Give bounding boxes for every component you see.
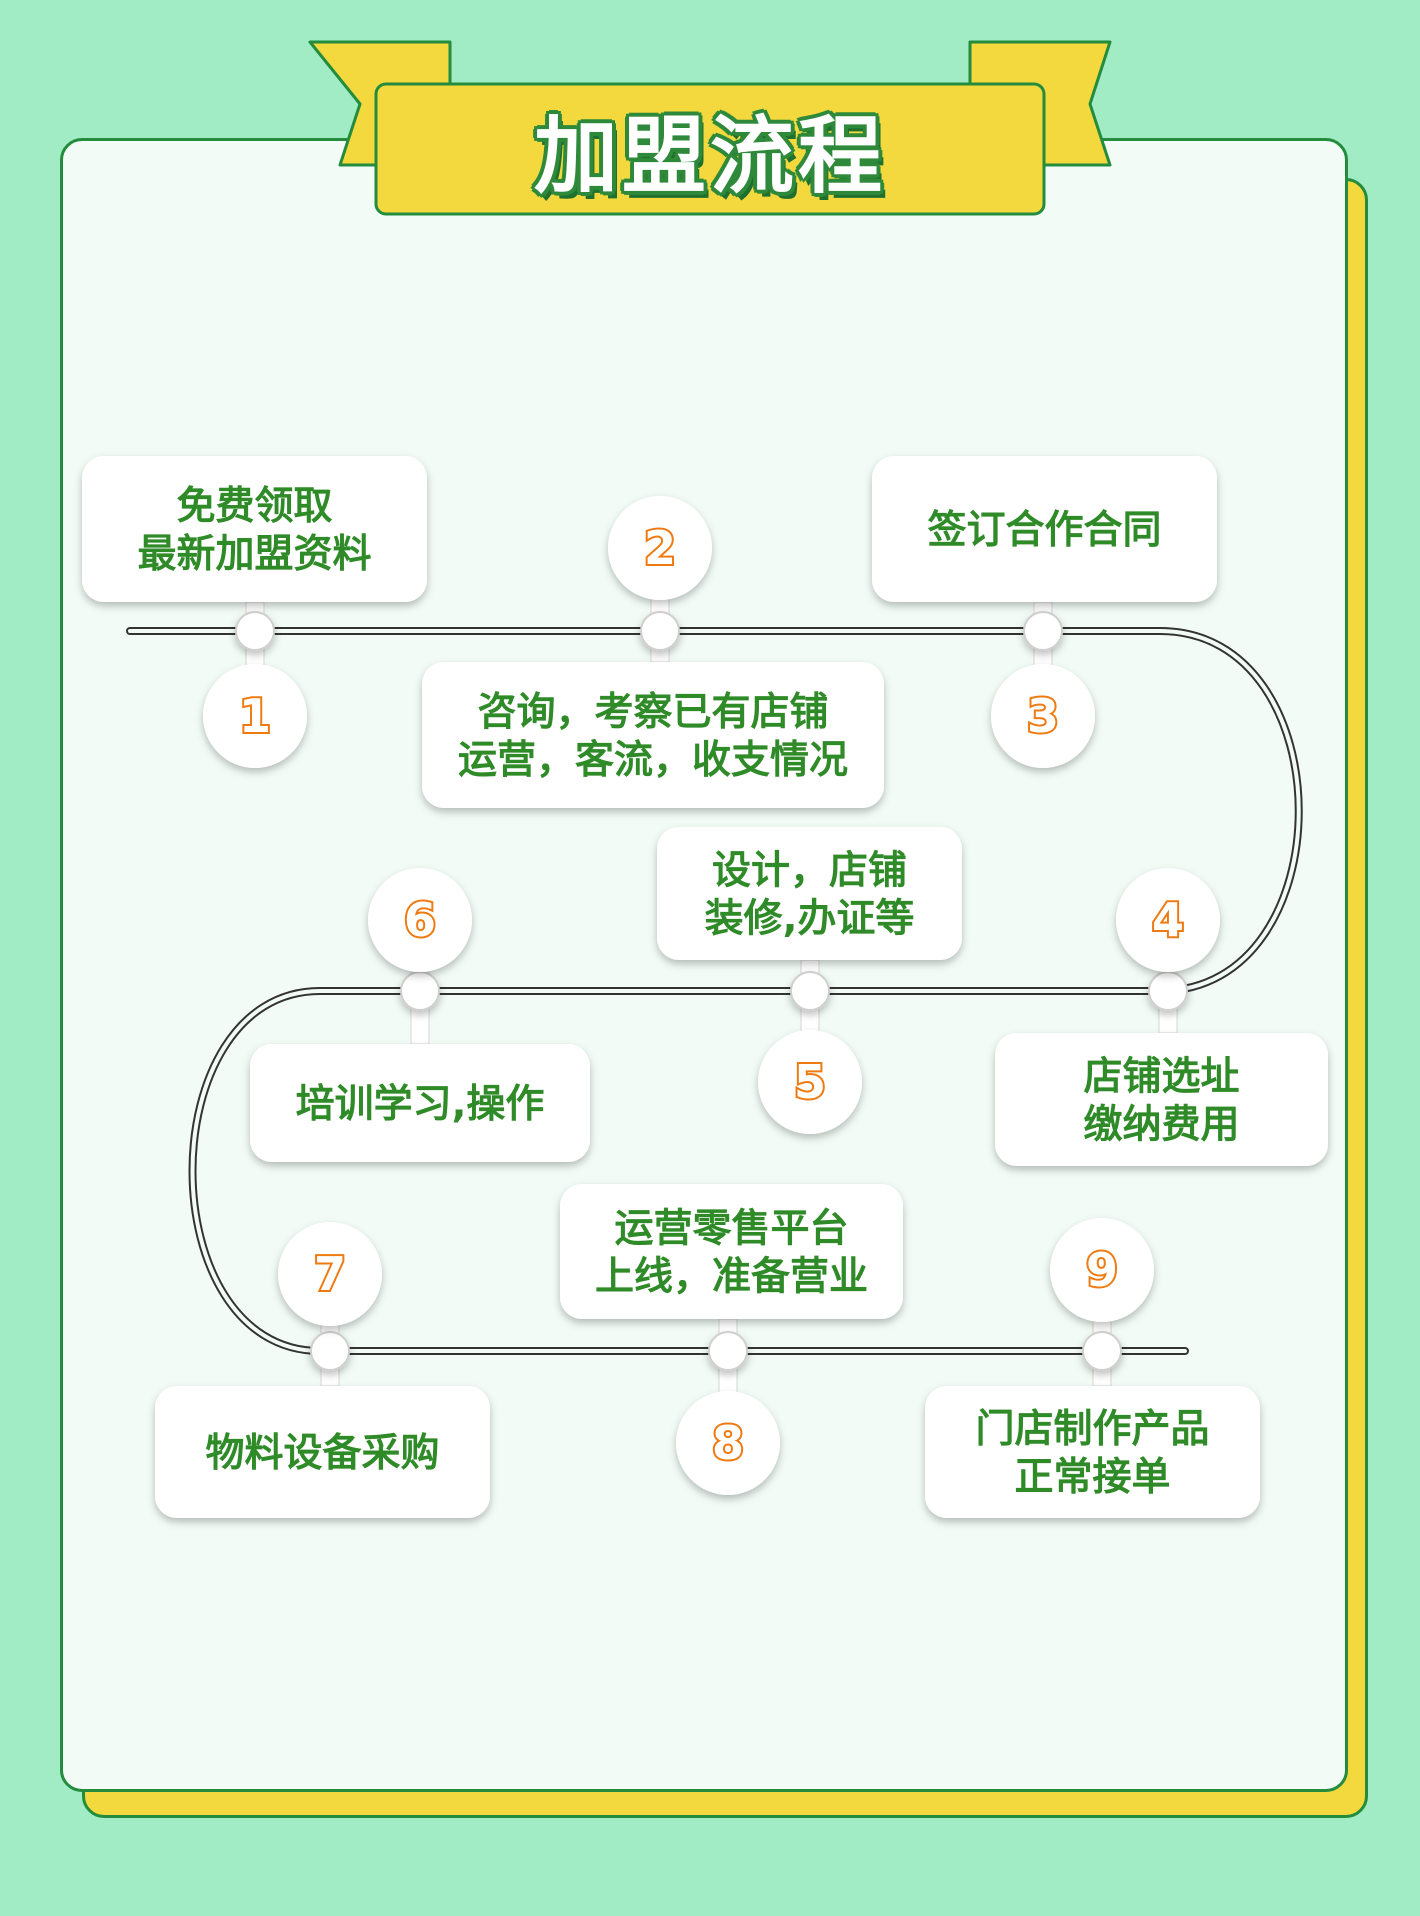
- step-box: [250, 1044, 590, 1162]
- step-number-circle: [203, 664, 307, 768]
- step-box: [925, 1386, 1260, 1518]
- step-label: 缴纳费用: [1083, 1103, 1239, 1148]
- step-label: 运营零售平台: [614, 1207, 848, 1252]
- path-node: [708, 1331, 748, 1371]
- path-node: [790, 971, 830, 1011]
- step-number: 3: [1027, 689, 1059, 743]
- step-box: [155, 1386, 490, 1518]
- step-number: 1: [239, 689, 271, 743]
- step-number-circle: [676, 1391, 780, 1495]
- step-label: 签订合作合同: [927, 508, 1161, 553]
- step-3: 3 签订合作合同: [872, 456, 1217, 768]
- step-number: 2: [644, 521, 676, 575]
- path-node: [1082, 1331, 1122, 1371]
- step-label: 培训学习,操作: [296, 1082, 545, 1127]
- path-node: [1148, 971, 1188, 1011]
- step-label: 最新加盟资料: [137, 532, 371, 577]
- step-number-circle: [1050, 1218, 1154, 1322]
- step-number-circle: [758, 1030, 862, 1134]
- step-number-circle: [608, 496, 712, 600]
- step-label: 店铺选址: [1083, 1055, 1239, 1100]
- step-number: 4: [1152, 893, 1184, 947]
- step-box: [422, 662, 884, 808]
- step-label: 装修,办证等: [705, 897, 915, 942]
- step-box: [872, 456, 1217, 602]
- step-label: 正常接单: [1014, 1455, 1170, 1500]
- page-title: 加盟流程: [533, 106, 886, 205]
- step-number-circle: [278, 1222, 382, 1326]
- step-label: 物料设备采购: [205, 1431, 439, 1476]
- step-label: 免费领取: [176, 484, 332, 529]
- step-box: [82, 456, 427, 602]
- step-number: 6: [404, 893, 436, 947]
- step-label: 咨询，考察已有店铺: [477, 690, 828, 735]
- step-number-circle: [1116, 868, 1220, 972]
- step-6: 6 培训学习,操作: [250, 868, 590, 1162]
- step-box: [560, 1184, 903, 1319]
- step-number: 5: [794, 1055, 826, 1109]
- title-banner: [308, 40, 1112, 216]
- path-node: [235, 611, 275, 651]
- step-box: [657, 827, 962, 960]
- step-number-circle: [368, 868, 472, 972]
- step-label: 门店制作产品: [975, 1407, 1209, 1452]
- step-number: 8: [712, 1416, 744, 1470]
- banner-plate: [374, 82, 1046, 216]
- path-node: [310, 1331, 350, 1371]
- step-label: 上线，准备营业: [595, 1255, 868, 1300]
- path-node: [640, 611, 680, 651]
- step-number: 9: [1086, 1243, 1118, 1297]
- step-box: [995, 1033, 1328, 1166]
- step-label: 设计，店铺: [712, 849, 907, 894]
- path-node: [1023, 611, 1063, 651]
- step-7: 7 物料设备采购: [155, 1222, 490, 1518]
- path-node: [400, 971, 440, 1011]
- step-number: 7: [314, 1247, 346, 1301]
- step-label: 运营，客流，收支情况: [458, 738, 848, 783]
- step-number-circle: [991, 664, 1095, 768]
